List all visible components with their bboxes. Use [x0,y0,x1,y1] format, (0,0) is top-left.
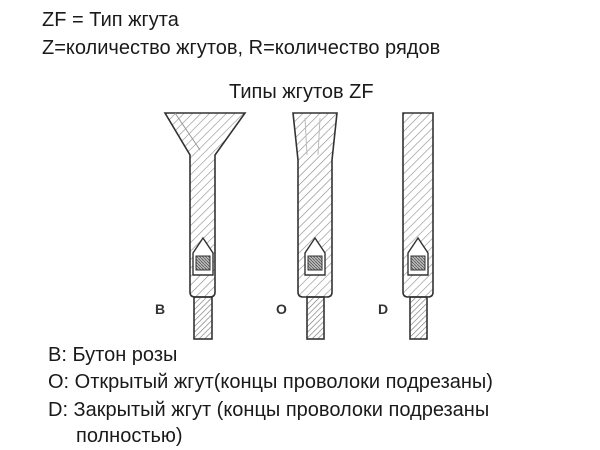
legend-d-line-2: полностью) [76,425,183,447]
brush-b-icon [163,112,247,340]
brush-o-letter: O [276,301,287,317]
legend-d-line-1: D: Закрытый жгут (концы проволоки подрез… [48,399,490,421]
brush-d-icon [402,112,434,340]
brush-d-letter: D [378,301,388,317]
header-line-2: Z=количество жгутов, R=количество рядов [42,37,441,59]
brush-b-letter: B [155,301,165,317]
diagram-title: Типы жгутов ZF [229,81,374,103]
header-line-1: ZF = Тип жгута [42,9,179,31]
brush-o-icon [292,112,338,340]
legend-o: O: Открытый жгут(концы проволоки подреза… [48,371,493,393]
legend-b: B: Бутон розы [48,344,178,366]
